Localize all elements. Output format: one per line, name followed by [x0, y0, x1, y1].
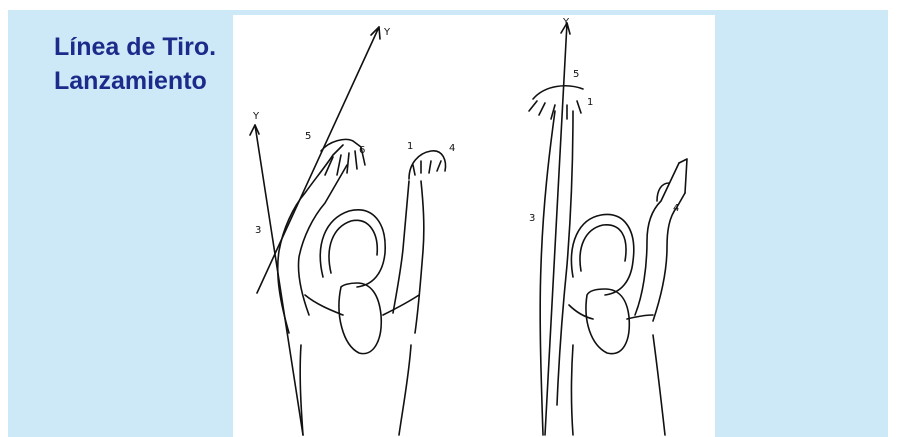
- right-torso: [572, 335, 666, 435]
- left-axis-arrow: [250, 125, 259, 135]
- left-right-arm: [278, 145, 343, 333]
- right-shoulders: [569, 305, 653, 319]
- right-axis-label: Y: [562, 17, 570, 28]
- right-bent-hand: [657, 159, 687, 201]
- left-point-label-6: 6: [359, 145, 365, 156]
- left-face: [339, 283, 381, 354]
- left-point-label-3: 3: [255, 225, 261, 236]
- left-drawing: [250, 27, 445, 435]
- left-left-hand: [409, 151, 445, 179]
- title-line-1: Línea de Tiro.: [54, 30, 216, 64]
- right-bent-arm-inner: [653, 193, 685, 321]
- left-left-arm: [415, 181, 424, 333]
- line-drawing: Y Y 3 5 6 1 4 Y 5 1 3 4: [233, 15, 715, 437]
- left-left-arm-inner: [393, 181, 409, 313]
- right-top-hand: [529, 86, 583, 119]
- right-point-label-1: 1: [587, 97, 593, 108]
- right-drawing: [529, 23, 687, 435]
- left-torso: [300, 345, 411, 435]
- slide-title: Línea de Tiro. Lanzamiento: [54, 30, 216, 98]
- right-face: [586, 289, 629, 354]
- left-point-label-1: 1: [407, 141, 413, 152]
- title-line-2: Lanzamiento: [54, 64, 216, 98]
- right-bent-arm: [635, 163, 679, 315]
- throwing-line-figure: Y Y 3 5 6 1 4 Y 5 1 3 4: [233, 15, 715, 437]
- left-axis-label-1: Y: [383, 27, 391, 38]
- left-point-label-5: 5: [305, 131, 311, 142]
- left-axis-label-2: Y: [252, 111, 260, 122]
- right-point-label-5: 5: [573, 69, 579, 80]
- left-shoulders: [305, 295, 419, 315]
- right-point-label-3: 3: [529, 213, 535, 224]
- right-head-inner: [580, 225, 626, 271]
- right-vertical-axis: [545, 23, 567, 435]
- left-point-label-4: 4: [449, 143, 455, 154]
- right-point-label-4: 4: [673, 203, 679, 214]
- left-head-inner: [329, 220, 377, 273]
